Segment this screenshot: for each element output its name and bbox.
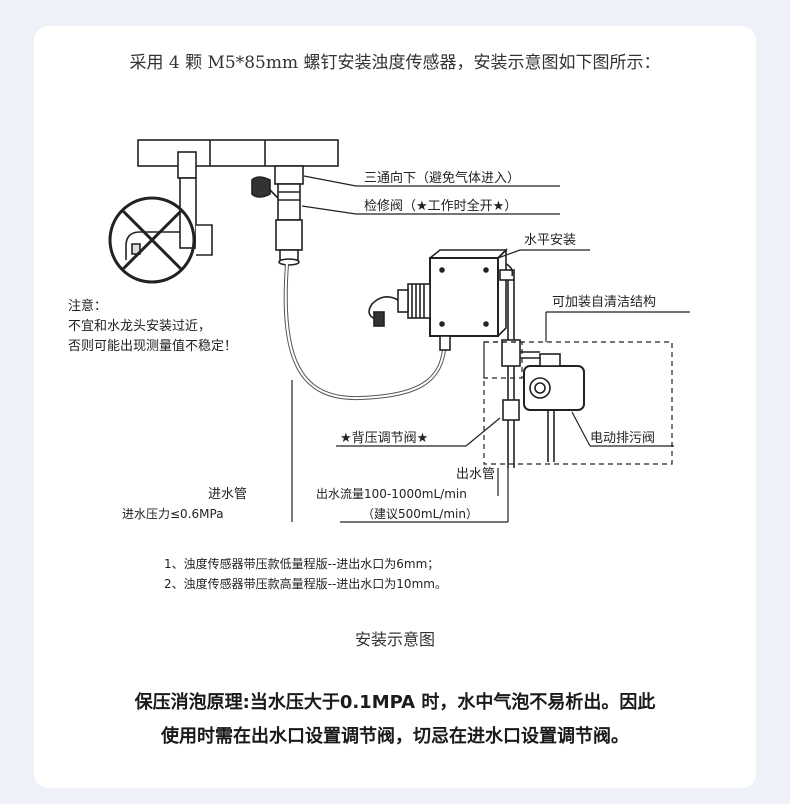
inlet-pressure: 进水压力≤0.6MPa <box>122 507 224 521</box>
spec-line2: 2、浊度传感器带压款高量程版--进出水口为10mm。 <box>164 576 447 591</box>
label-tee-down: 三通向下（避免气体进入） <box>364 170 520 186</box>
tee-valve-assembly <box>251 165 304 266</box>
inlet-title: 进水管 <box>208 487 247 502</box>
outlet-suggest: （建议500mL/min） <box>362 507 478 521</box>
leader-lines <box>291 175 690 523</box>
installation-diagram: 三通向下（避免气体进入） 检修阀（★工作时全开★） 水平安装 可加装自清洁结构 … <box>68 139 690 591</box>
principle-line1: 保压消泡原理:当水压大于0.1MPA 时，水中气泡不易析出。因此 <box>134 692 656 713</box>
self-clean-dashed-box <box>483 341 673 465</box>
note-line1: 不宜和水龙头安装过近， <box>68 319 211 334</box>
spec-line1: 1、浊度传感器带压款低量程版--进出水口为6mm； <box>164 556 439 571</box>
electric-drain-valve <box>523 353 585 462</box>
label-drain-valve: 电动排污阀 <box>590 431 655 446</box>
install-heading: 采用 4 颗 M5*85mm 螺钉安装浊度传感器，安装示意图如下图所示： <box>129 53 661 73</box>
outlet-pipe <box>501 280 540 468</box>
principle-text: 保压消泡原理:当水压大于0.1MPA 时，水中气泡不易析出。因此 使用时需在出水… <box>50 686 740 754</box>
principle-line2: 使用时需在出水口设置调节阀，切忌在进水口设置调节阀。 <box>161 726 629 747</box>
outlet-title: 出水管 <box>456 467 495 482</box>
note-line2: 否则可能出现测量值不稳定！ <box>68 338 237 354</box>
label-self-clean: 可加装自清洁结构 <box>552 295 656 310</box>
turbidity-sensor <box>368 248 515 351</box>
outlet-flow: 出水流量100-1000mL/min <box>316 487 467 501</box>
label-service-valve: 检修阀（★工作时全开★） <box>364 198 517 214</box>
note-title: 注意： <box>68 298 107 314</box>
main-pipe <box>137 139 339 167</box>
label-back-pressure-valve: ★背压调节阀★ <box>340 431 428 446</box>
diagram-caption: 安装示意图 <box>354 630 435 649</box>
label-horizontal-install: 水平安装 <box>524 233 576 248</box>
faucet-forbidden-icon <box>108 196 213 284</box>
